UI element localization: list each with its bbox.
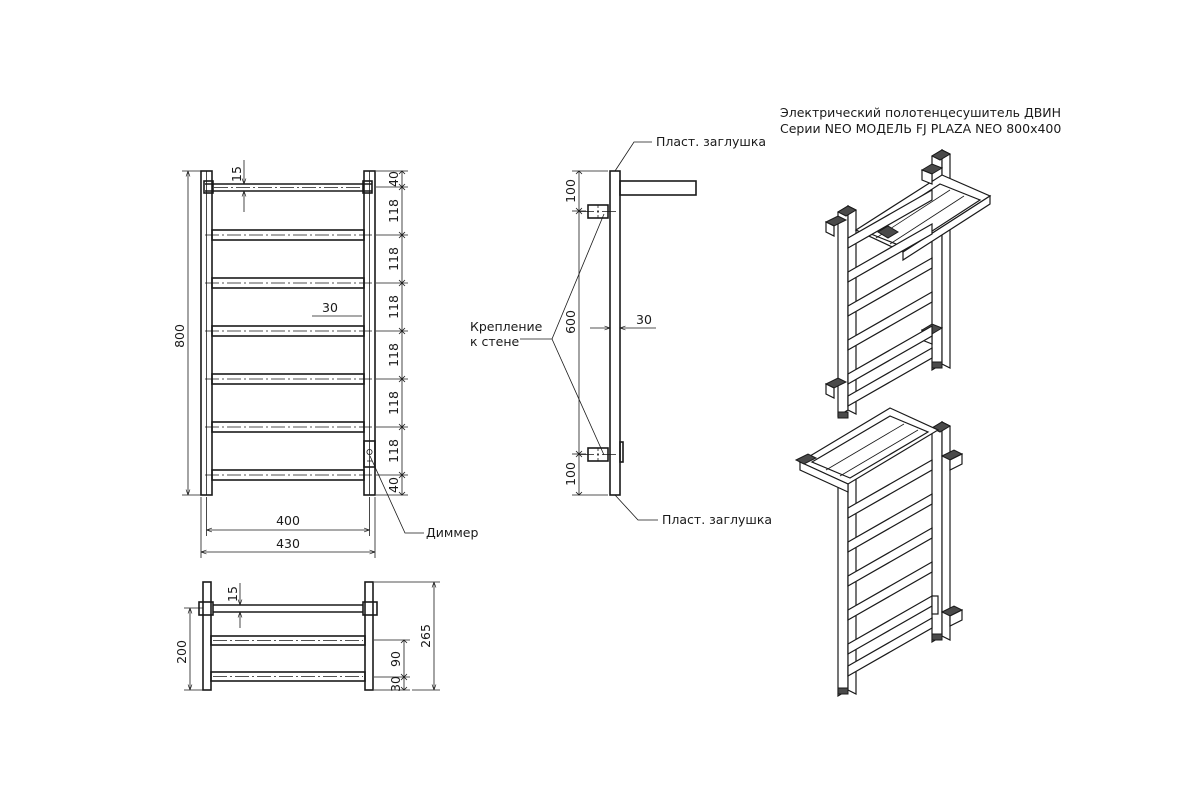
top-right-post: [364, 581, 374, 691]
dim-right-0: 40: [386, 171, 401, 187]
dim-width-430-label: 430: [276, 536, 300, 551]
title-line2: Серии NEO МОДЕЛЬ FJ PLAZA NEO 800x400: [780, 121, 1061, 136]
isometric-view-lower: [794, 407, 964, 698]
mount-label-line1: Крепление: [470, 319, 543, 334]
dim-side-left-stack: 100 600 100: [563, 170, 608, 496]
top-left-post: [202, 581, 212, 691]
dim-side-depth-30: 30: [590, 312, 656, 328]
iso1-brackets: [824, 163, 944, 399]
iso2-top-shelf: [798, 407, 940, 493]
dim-side-100-top-label: 100: [563, 179, 578, 203]
dim-height-800-label: 800: [172, 324, 187, 348]
dim-side-100-bottom-label: 100: [563, 462, 578, 486]
dimmer-leader: Диммер: [369, 455, 478, 540]
dim-right-1: 118: [386, 199, 401, 223]
mount-label-line2: к стене: [470, 334, 520, 349]
plug-bottom-label: Пласт. заглушка: [662, 512, 772, 527]
front-left-post: [200, 170, 213, 496]
dim-right-5: 118: [386, 391, 401, 415]
plug-top-leader: Пласт. заглушка: [614, 134, 766, 172]
dim-side-30-label: 30: [636, 312, 652, 327]
dim-top-offset-15-label: 15: [229, 166, 244, 182]
mount-leader: Крепление к стене: [470, 213, 605, 456]
top-rails: [210, 604, 366, 682]
front-rungs: [205, 229, 372, 481]
dim-depth-265-label: 265: [418, 624, 433, 648]
side-top-arm: [619, 180, 697, 196]
front-right-post: [363, 170, 376, 496]
dim-rung-30-label: 30: [322, 300, 338, 315]
dim-width-400-label: 400: [276, 513, 300, 528]
isometric-view-upper: [824, 148, 992, 419]
iso2-rungs: [847, 458, 933, 678]
dimmer-box: [363, 440, 376, 468]
dim-30-label: 30: [388, 676, 403, 692]
top-left-bracket: [198, 601, 214, 616]
iso1-rungs: [847, 188, 933, 408]
dim-top-offset-15: 15: [226, 160, 256, 212]
plug-bottom-leader: Пласт. заглушка: [614, 494, 772, 527]
dim-width-430: 430: [200, 497, 376, 558]
dim-top-view-15-label: 15: [225, 586, 240, 602]
dim-height-800: 800: [172, 170, 201, 496]
side-top-mount: [580, 204, 616, 219]
side-bottom-mount: [580, 441, 624, 463]
dim-top-view-right: 90 30: [374, 639, 410, 692]
dim-right-stack: 40 118 118 118 118 118 118 40: [376, 170, 408, 496]
top-right-bracket: [362, 601, 378, 616]
iso2-dimmer: [931, 595, 939, 615]
dim-depth-265: 265: [374, 581, 440, 691]
drawing-title: Электрический полотенцесушитель ДВИН Сер…: [780, 105, 1061, 136]
dim-right-6: 118: [386, 439, 401, 463]
iso2-brackets: [794, 449, 964, 627]
dim-depth-200: 200: [174, 607, 203, 691]
title-line1: Электрический полотенцесушитель ДВИН: [780, 105, 1061, 120]
dim-rung-30: 30: [312, 300, 362, 317]
iso1-feet: [837, 361, 943, 419]
iso1-top-shelf: [854, 174, 992, 262]
dimmer-label: Диммер: [426, 525, 478, 540]
side-post: [609, 170, 621, 496]
dim-width-400: 400: [206, 497, 370, 536]
dim-right-2: 118: [386, 247, 401, 271]
side-view: 100 600 100 30 Пласт. заглушка Пласт. за…: [470, 134, 772, 527]
dim-90-label: 90: [388, 651, 403, 667]
plug-top-label: Пласт. заглушка: [656, 134, 766, 149]
dim-right-4: 118: [386, 343, 401, 367]
dim-side-600-label: 600: [563, 310, 578, 334]
dim-right-3: 118: [386, 295, 401, 319]
top-view: 15 200 90 30 265: [174, 581, 440, 692]
front-view: 800 15 30 40 118: [172, 160, 478, 558]
dim-right-7: 40: [386, 477, 401, 493]
dim-top-view-15: 15: [225, 583, 252, 628]
dim-depth-200-label: 200: [174, 640, 189, 664]
iso2-feet: [837, 633, 943, 695]
